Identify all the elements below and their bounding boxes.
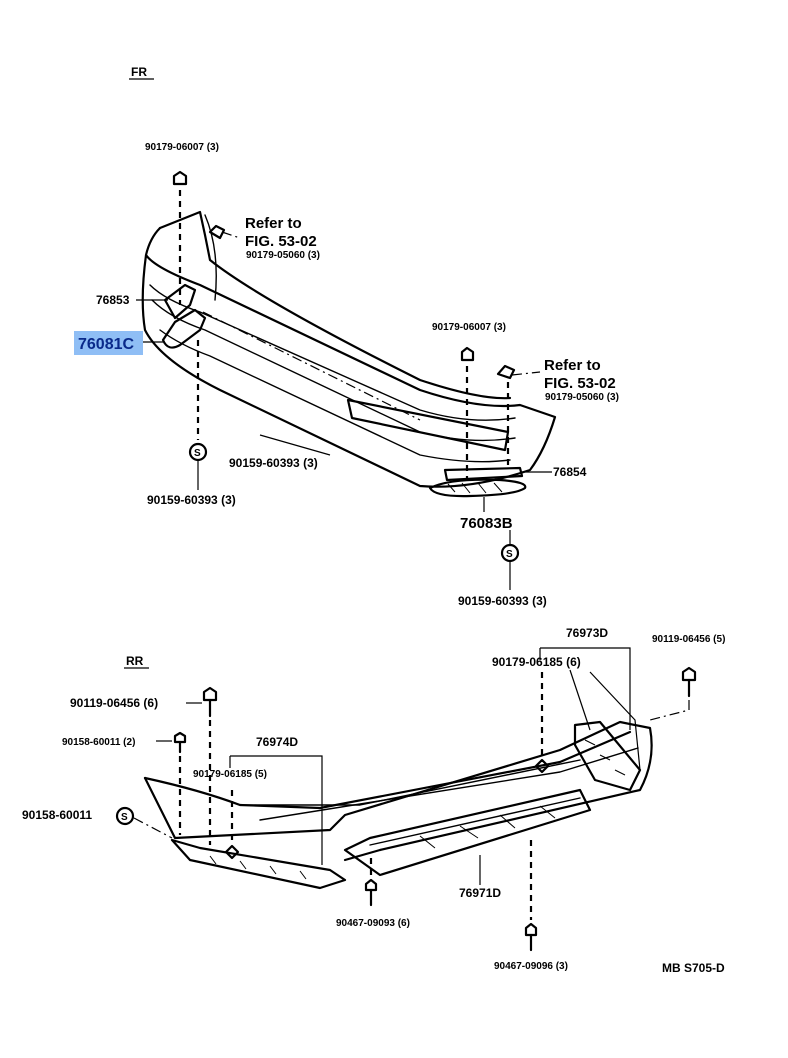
bracket-76974d	[170, 838, 347, 890]
label-refer1-line1: Refer to	[245, 215, 302, 232]
label-screw-left: 90119-06456 (6)	[70, 696, 158, 710]
label-76854: 76854	[553, 465, 587, 479]
bracket-76083b	[428, 478, 527, 498]
svg-text:S: S	[506, 549, 513, 560]
label-clip-mid: 90159-60393 (3)	[229, 456, 318, 470]
label-screw-center: 90467-09093 (6)	[336, 918, 410, 929]
fastener-icon	[208, 224, 226, 240]
label-refer2-part: 90179-05060 (3)	[545, 392, 619, 403]
screw-icon	[524, 922, 538, 952]
svg-text:S: S	[194, 448, 201, 459]
highlight-76081c	[74, 331, 143, 355]
front-bumper-cover	[141, 210, 557, 488]
label-76973d: 76973D	[566, 626, 608, 640]
rear-bumper-cover	[143, 720, 653, 862]
label-clip-left: 90159-60393 (3)	[147, 493, 236, 507]
label-nut-left: 90179-06185 (5)	[193, 769, 267, 780]
screw-icon	[681, 666, 697, 698]
label-screw-right: 90119-06456 (5)	[652, 634, 725, 645]
front-section: FR S	[74, 65, 619, 608]
label-refer2-line2: FIG. 53-02	[544, 375, 616, 392]
reinforcement-76971d	[343, 788, 592, 877]
label-nut-mid: 90179-06007 (3)	[432, 322, 506, 333]
bracket-76853	[163, 283, 197, 320]
label-nut-right: 90179-06185 (6)	[492, 655, 581, 669]
nut-icon	[460, 346, 475, 362]
label-76081c: 76081C	[78, 336, 134, 353]
front-heading: FR	[131, 65, 147, 79]
screw-icon	[364, 878, 378, 907]
screw-icon	[202, 686, 218, 718]
label-76974d: 76974D	[256, 735, 298, 749]
rear-section: RR	[22, 626, 725, 975]
clip-s-icon: S	[115, 806, 135, 826]
clip-s-icon: S	[188, 442, 208, 462]
label-nut-top: 90179-06007 (3)	[145, 142, 219, 153]
bracket-76854	[443, 466, 524, 482]
bracket-76973d	[573, 720, 642, 792]
fastener-icon	[496, 364, 516, 380]
label-refer1-part: 90179-05060 (3)	[246, 250, 320, 261]
diagram-code: MB S705-D	[662, 961, 725, 975]
label-refer2-line1: Refer to	[544, 357, 601, 374]
label-76971d: 76971D	[459, 886, 501, 900]
bracket-76081c	[161, 308, 207, 349]
svg-text:S: S	[121, 812, 128, 823]
clip-s-icon: S	[500, 543, 520, 563]
label-screw-bottom: 90467-09096 (3)	[494, 961, 568, 972]
label-76083b: 76083B	[460, 515, 513, 532]
label-bolt-left: 90158-60011 (2)	[62, 737, 135, 748]
rear-heading: RR	[126, 654, 144, 668]
nut-icon	[172, 170, 188, 186]
nut-icon	[224, 844, 240, 860]
label-refer1-line2: FIG. 53-02	[245, 233, 317, 250]
label-76853: 76853	[96, 293, 130, 307]
label-clip-bottom: 90159-60393 (3)	[458, 594, 547, 608]
bolt-icon	[173, 731, 187, 754]
nut-icon	[534, 758, 550, 774]
label-clip-left-rear: 90158-60011	[22, 808, 92, 822]
